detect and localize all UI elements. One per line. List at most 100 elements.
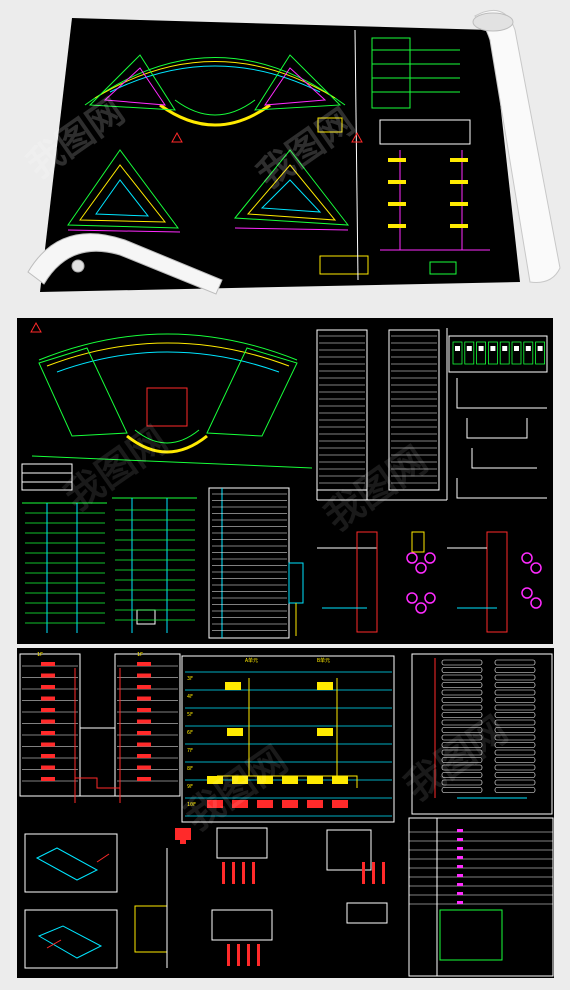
schedule-table [408,817,554,977]
device-mark [137,685,151,689]
device-mark [41,685,55,689]
ladder-device [307,776,323,784]
ladder-device [317,682,333,690]
schedule-mark [457,865,463,868]
ladder-device [257,800,273,808]
ladder-device [282,776,298,784]
device-loop [521,552,533,564]
floor-tag: 9F [187,784,194,790]
riser-floor-lines [25,512,105,624]
ladder-device [225,682,241,690]
device-mark [137,708,151,712]
warning-triangle-icon [351,131,363,143]
device-mark [41,731,55,735]
schedule-mark [457,838,463,841]
equipment-box [511,341,522,365]
spiral-loop [441,764,483,771]
device-mark [137,754,151,758]
terminal-bar [372,862,375,884]
device-mark [41,777,55,781]
spiral-loop [441,742,483,748]
unit-label-left: 1F [37,652,44,658]
red-trunk-lines [74,668,121,803]
control-flow-block [439,909,503,961]
spiral-loop [441,704,483,711]
schedule-mark [457,901,463,904]
device-marks-top [388,158,468,228]
terminal-bar [227,944,230,966]
spiral-loop [494,764,536,771]
spiral-loop [494,772,536,778]
spiral-loop [494,779,536,786]
spiral-loop [494,689,536,696]
equipment-row [448,335,548,373]
spiral-loop [494,749,536,756]
panel-middle-svg [21,321,548,639]
spiral-loop [494,667,536,673]
legend-table [21,463,73,491]
terminal-bar [362,862,365,884]
terminal-bar [382,862,385,884]
device-loop [424,592,436,604]
schedule-mark [457,883,463,886]
device-loop [406,552,418,564]
spiral-loop [441,659,483,666]
floor-tag: 6F [187,730,194,736]
riser-diagram-1 [22,502,107,633]
equipment-mark [502,346,508,351]
device-mark [41,708,55,712]
schedule-mark [457,892,463,895]
spiral-loop [494,719,536,726]
warning-triangle-icon [30,321,42,333]
legend-blocks [317,117,369,275]
riser-device-rows [22,662,178,782]
device-loop [415,562,427,574]
panel-schematic [317,531,508,633]
ladder-device [307,800,323,808]
floor-tag: 4F [187,694,194,700]
ladder-device [207,800,223,808]
spiral-loops [441,659,536,793]
schedule-mark [457,856,463,859]
device-mark [41,742,55,747]
spiral-loop [441,674,483,681]
device-mark [41,673,55,678]
equipment-boxes [452,341,545,365]
system-diagram-top [354,29,490,281]
spiral-loop [494,704,536,711]
ladder-label-b: B单元 [317,658,331,664]
device-mark [137,696,151,701]
spiral-loop [441,779,483,786]
dense-riser-rows [319,335,437,484]
spiral-loop [494,734,536,741]
spiral-loop [494,682,536,688]
floor-tag: 7F [187,748,194,754]
ladder-device [282,800,298,808]
sheet-top-svg [27,9,561,295]
device-mark [41,662,55,666]
terminal-bar [237,944,240,966]
equipment-box [535,341,545,365]
device-mark [41,696,55,701]
drawing-sheet-top [0,0,570,300]
terminal-bars [222,862,385,966]
spiral-loop [441,787,483,793]
device-mark [137,731,151,735]
device-loop [521,587,533,599]
computer-icon [175,828,191,844]
panel-bottom-svg [19,653,554,977]
device-loop [530,562,542,574]
floor-tag: 5F [187,712,194,718]
riser-diagram-2 [112,497,197,633]
connection-box [288,562,304,636]
riser-floor-lines [212,493,287,631]
spiral-loop [494,674,536,681]
drawing-panel-middle: 我图网 我图网 [17,318,553,644]
spiral-loop [441,682,483,688]
equipment-mark [514,346,519,351]
curved-floor-plan [84,54,346,127]
device-mark [137,742,151,747]
equipment-box [523,341,534,365]
spiral-loop [441,712,483,718]
